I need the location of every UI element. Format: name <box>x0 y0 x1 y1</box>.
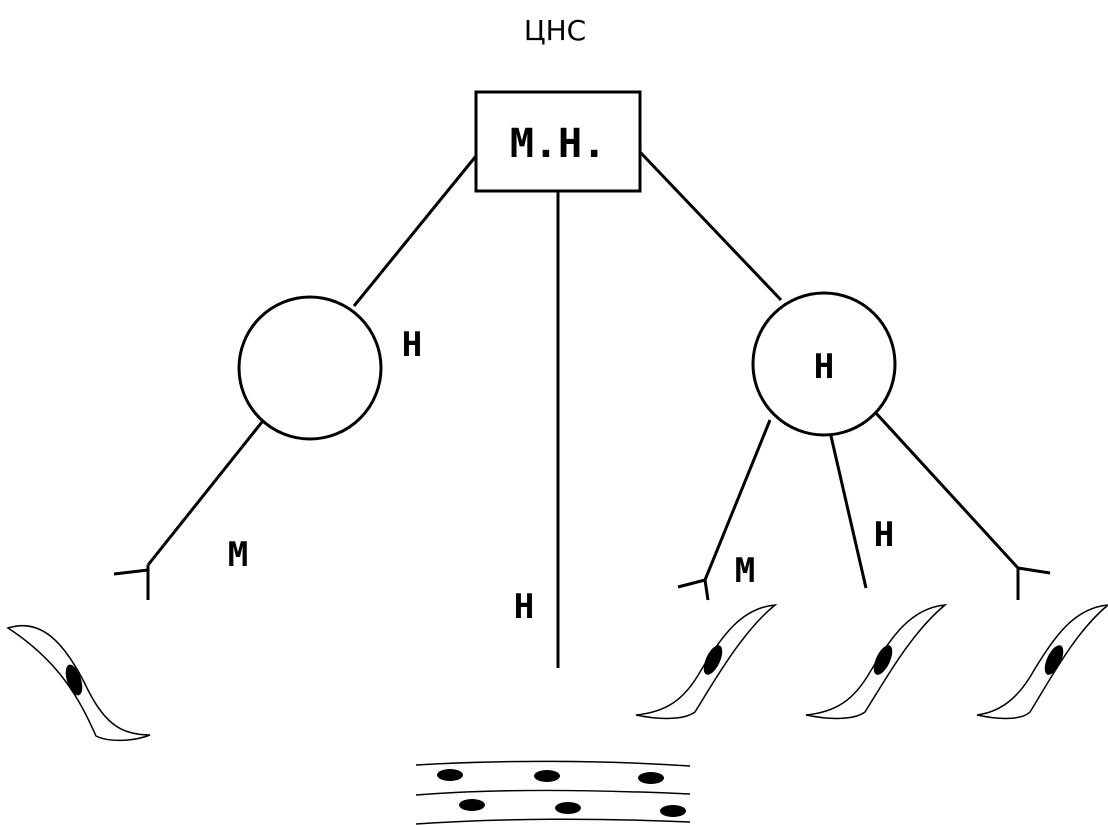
center-h-label: Н <box>514 587 534 627</box>
left-smooth-muscle-cell <box>6 624 151 742</box>
skeletal-muscle-fibers <box>415 760 691 825</box>
motor-neuron-box-label: М.Н. <box>510 121 606 167</box>
left-m-label: М <box>228 535 248 575</box>
right-m-label: М <box>735 551 755 591</box>
left-node-circle <box>237 295 383 441</box>
title-cns: ЦНС <box>524 14 586 47</box>
right-cell-3-nucleus <box>1044 645 1064 675</box>
right-terminal-1 <box>677 578 710 601</box>
right-node-label: Н <box>814 347 834 387</box>
connector-right-node-to-center-cell <box>829 435 868 589</box>
right-node-circle <box>751 291 897 437</box>
right-cell-1-nucleus <box>703 645 723 675</box>
right-smooth-muscle-cell-1 <box>635 604 778 720</box>
left-node-label: Н <box>402 325 422 365</box>
right-terminal-2 <box>1016 566 1051 600</box>
connector-left-node-to-terminal <box>146 421 264 566</box>
connector-right-node-to-terminal-2 <box>873 410 1020 570</box>
right-smooth-muscle-cell-2 <box>805 604 948 720</box>
connector-box-to-right-node <box>638 150 783 302</box>
right-h-label: Н <box>874 515 894 555</box>
right-smooth-muscle-cell-3 <box>976 604 1108 720</box>
left-terminal <box>113 565 150 600</box>
connector-right-node-to-terminal-1 <box>703 419 772 581</box>
connector-box-to-left-node <box>352 155 478 307</box>
right-cell-2-nucleus <box>873 645 893 675</box>
left-cell-nucleus <box>65 664 83 696</box>
